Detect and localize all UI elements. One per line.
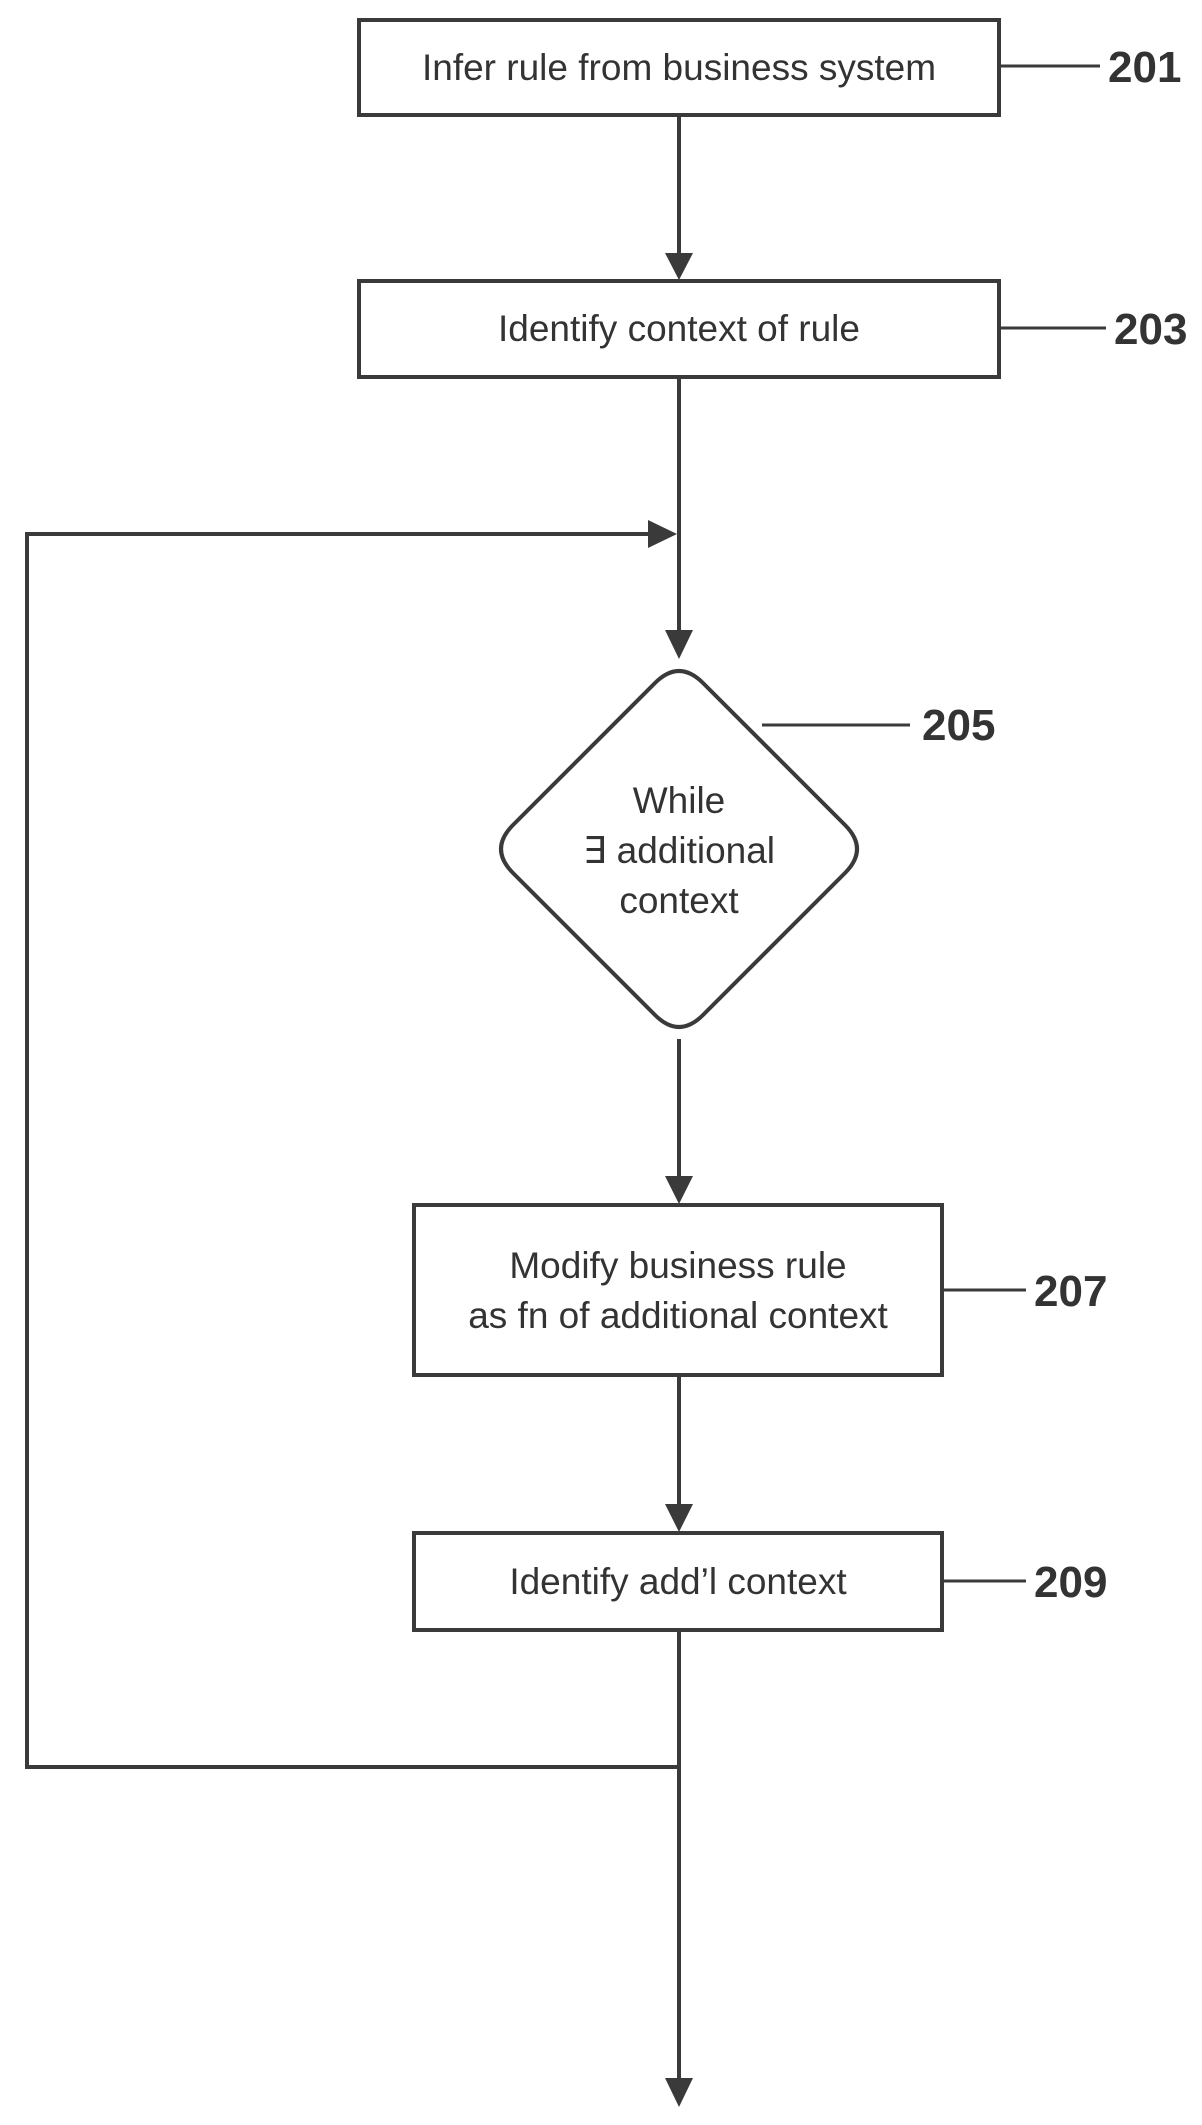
arrow-205-to-207 [665,1039,693,1204]
step-209: Identify add’l context 209 [414,1533,1107,1630]
step-207-label-line1: Modify business rule [509,1245,846,1286]
step-205: While ∃ additional context 205 [501,671,995,1027]
arrow-201-to-203 [665,115,693,280]
step-207-box [414,1205,942,1375]
step-205-label-line1: While [633,780,726,821]
step-209-ref: 209 [1034,1558,1107,1607]
step-209-label: Identify add’l context [509,1561,847,1602]
arrow-207-to-209 [665,1375,693,1532]
step-207-ref: 207 [1034,1267,1107,1316]
step-201: Infer rule from business system 201 [359,20,1181,115]
step-205-label-line3: context [619,880,739,921]
step-207-label-line2: as fn of additional context [468,1295,888,1336]
step-203-label: Identify context of rule [498,308,860,349]
step-203-ref: 203 [1114,305,1187,354]
exit-arrow [665,1630,693,2107]
step-201-ref: 201 [1108,43,1181,92]
step-205-label-line2: ∃ additional [583,830,775,871]
step-207: Modify business rule as fn of additional… [414,1205,1107,1375]
arrow-203-to-205 [665,377,693,659]
step-201-label: Infer rule from business system [422,47,936,88]
step-205-ref: 205 [922,701,995,750]
step-203: Identify context of rule 203 [359,281,1187,377]
